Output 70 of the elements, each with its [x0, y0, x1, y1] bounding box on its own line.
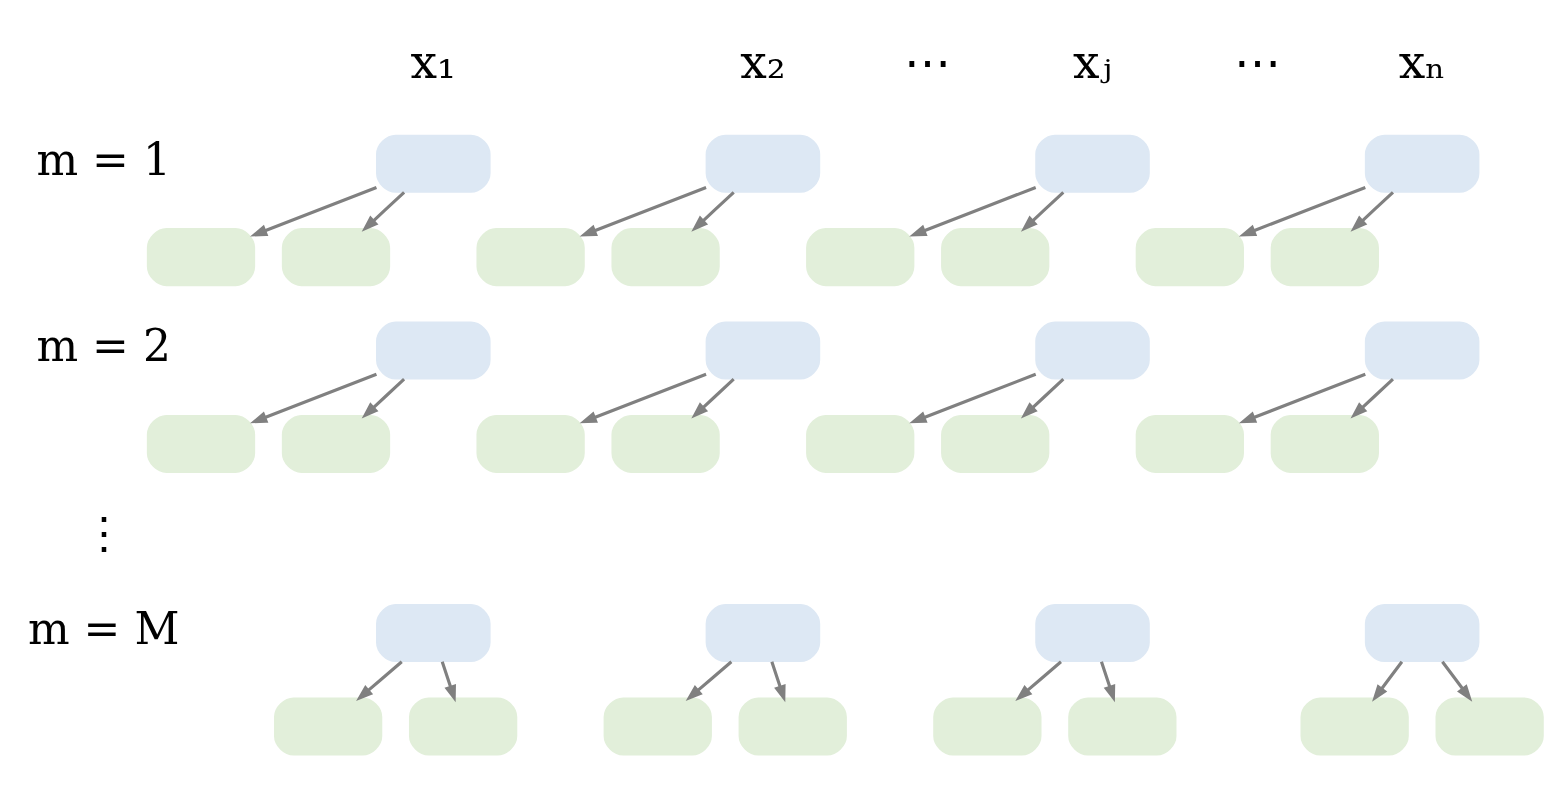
node-box — [1068, 697, 1177, 756]
node-box — [1270, 414, 1379, 473]
arrow — [909, 372, 1037, 424]
node-box — [611, 414, 720, 473]
node-box — [806, 228, 915, 287]
label: m = 2 — [36, 320, 171, 372]
arrow — [250, 185, 378, 237]
arrow — [1372, 660, 1404, 702]
node-box — [705, 604, 821, 663]
node-box — [1364, 321, 1480, 380]
label: ⋯ — [1233, 34, 1281, 90]
label: xₙ — [1398, 34, 1446, 90]
arrow — [440, 661, 456, 703]
node-box — [1135, 414, 1244, 473]
arrow — [579, 185, 707, 237]
node-box — [941, 414, 1050, 473]
node-box — [281, 414, 391, 473]
node-box — [933, 697, 1042, 756]
node-box — [274, 697, 383, 756]
label: x₁ — [410, 34, 457, 90]
arrow — [1238, 372, 1366, 424]
label: xⱼ — [1073, 34, 1113, 90]
node-box — [1435, 697, 1544, 756]
node-box — [476, 414, 585, 473]
node-box — [476, 228, 585, 287]
arrow — [691, 191, 735, 232]
arrow — [579, 372, 707, 424]
arrow — [1238, 185, 1366, 237]
arrow — [1350, 191, 1394, 232]
node-box — [376, 134, 491, 193]
node-box — [1300, 697, 1409, 756]
node-box — [611, 228, 720, 287]
node-box — [376, 321, 491, 380]
node-box — [1364, 604, 1480, 663]
node-box — [146, 228, 256, 287]
node-box — [408, 697, 518, 756]
arrow — [361, 378, 406, 419]
node-box — [941, 228, 1050, 287]
arrow — [1350, 378, 1394, 419]
node-box — [1135, 228, 1244, 287]
arrow — [250, 372, 378, 424]
label: m = 1 — [36, 133, 171, 185]
arrow — [1015, 660, 1062, 701]
node-box — [705, 321, 821, 380]
arrow — [691, 378, 735, 419]
node-box — [1035, 604, 1150, 663]
arrow — [1099, 661, 1116, 703]
node-box — [1035, 321, 1150, 380]
node-box — [603, 697, 712, 756]
arrow — [909, 185, 1037, 237]
node-box — [1270, 228, 1379, 287]
node-box — [1035, 134, 1150, 193]
arrow — [356, 660, 403, 701]
arrow — [1020, 378, 1065, 419]
node-box — [705, 134, 821, 193]
arrow — [685, 660, 733, 701]
arrow — [1441, 660, 1473, 702]
label: m = M — [27, 602, 180, 654]
label: ⋮ — [81, 507, 126, 559]
node-box — [1364, 134, 1480, 193]
label: ⋯ — [904, 34, 952, 90]
label: x₂ — [740, 34, 786, 90]
arrow — [1020, 191, 1065, 232]
arrow — [361, 191, 406, 232]
node-box — [281, 228, 391, 287]
arrow — [770, 661, 786, 703]
node-box — [806, 414, 915, 473]
node-box — [146, 414, 256, 473]
node-box — [376, 604, 491, 663]
node-box — [738, 697, 847, 756]
